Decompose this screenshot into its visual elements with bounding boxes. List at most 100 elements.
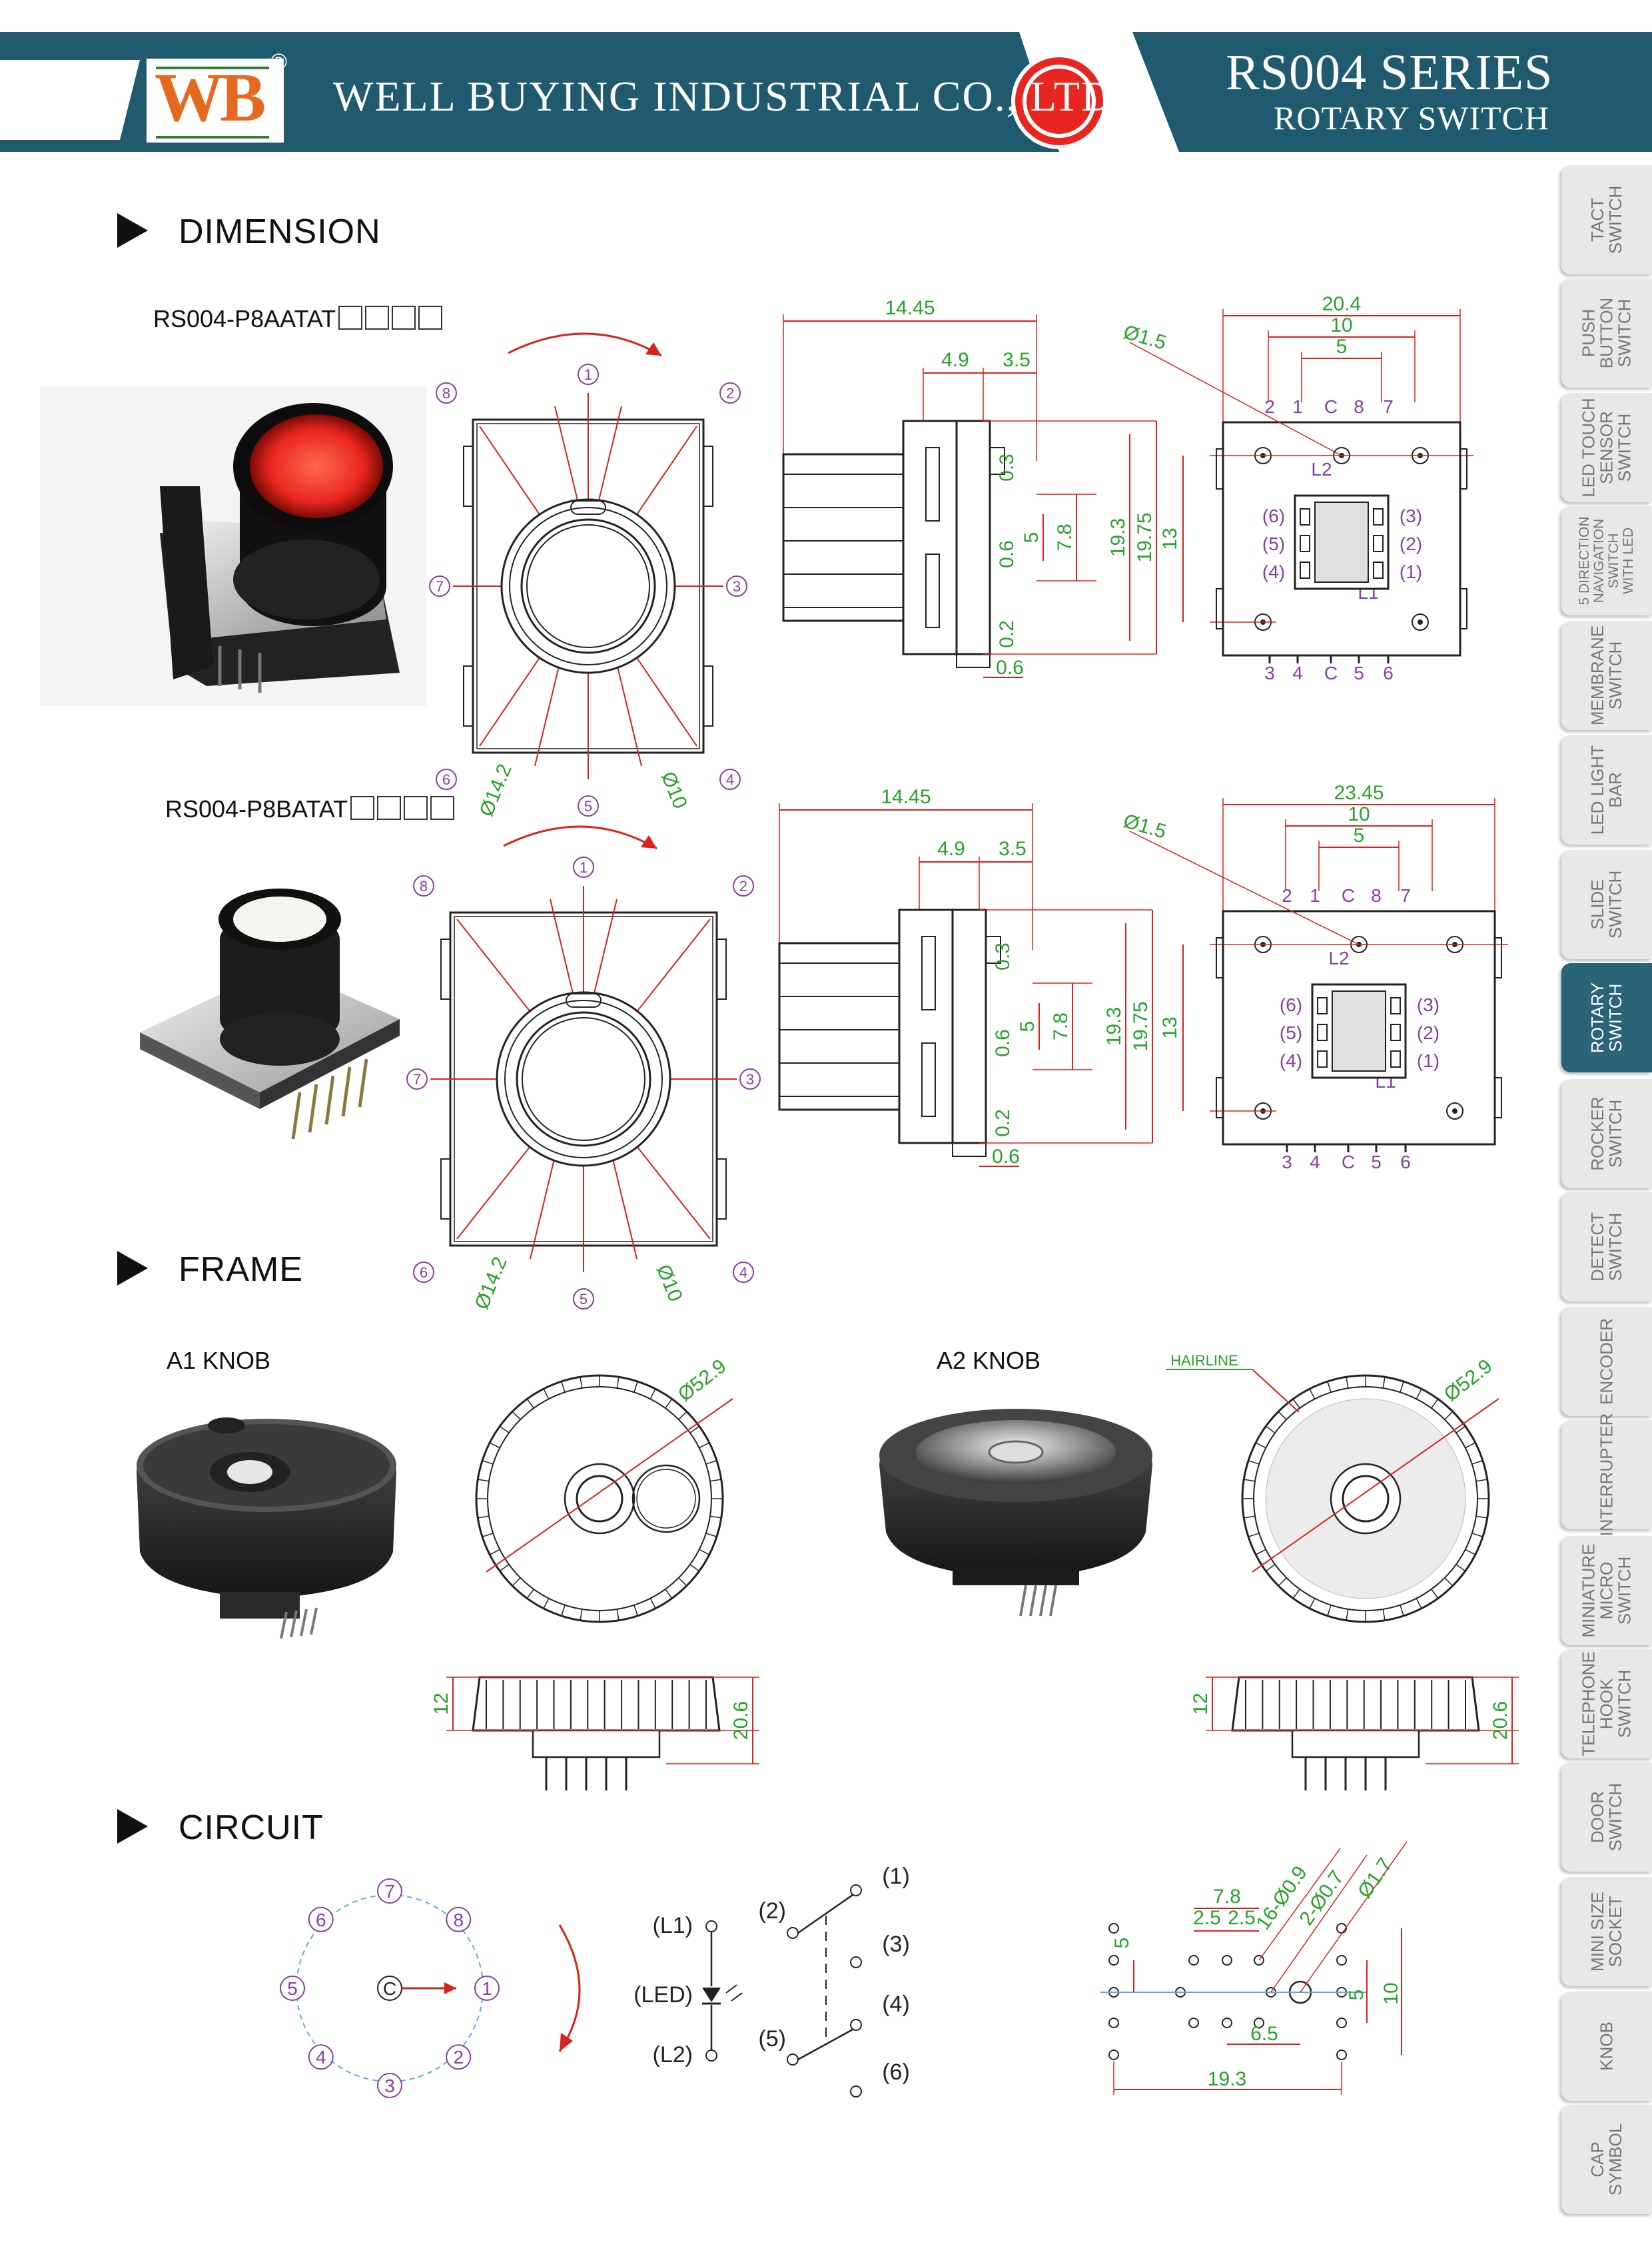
shaft-ring: [564, 1463, 635, 1535]
knurl: [500, 1426, 510, 1433]
knurl: [1293, 1399, 1300, 1409]
dim-hole: Ø1.7: [1354, 1854, 1396, 1902]
pin-label: 3: [1282, 1152, 1292, 1172]
dim-label: 10: [1380, 1982, 1402, 2004]
tab-rotary-switch[interactable]: ROTARY SWITCH: [1561, 963, 1652, 1072]
housing-base: [955, 420, 991, 655]
tab-membrane-switch[interactable]: MEMBRANE SWITCH: [1561, 621, 1652, 730]
position-number: 1: [580, 859, 588, 876]
led-diode-icon: [702, 1988, 721, 2002]
tab-tact-switch[interactable]: TACT SWITCH: [1561, 165, 1652, 274]
contact: [1317, 997, 1328, 1014]
knob-inner-ring: [522, 1017, 645, 1141]
dim-label: 0.3: [996, 454, 1018, 482]
knob-ring: [504, 1000, 663, 1158]
tab-telephone-hook-switch[interactable]: TELEPHONE HOOK SWITCH: [1561, 1649, 1652, 1758]
knurl: [1416, 1598, 1422, 1609]
label-led: (LED): [633, 1982, 693, 2008]
knurl: [689, 1426, 699, 1433]
knurl: [633, 1605, 638, 1616]
dim-label: 5: [1021, 532, 1042, 544]
position-circle: [436, 769, 457, 790]
pin-label: 1: [1292, 396, 1303, 417]
dim-label: 0.3: [992, 942, 1014, 970]
tab-led-touch-sensor-switch[interactable]: LED TOUCH SENSOR SWITCH: [1561, 393, 1652, 502]
pin-label: 6: [1383, 663, 1394, 683]
contact: [1373, 562, 1384, 579]
mount-hole-center: [1452, 1108, 1457, 1114]
position-number: 6: [442, 771, 450, 788]
tab-interrupter[interactable]: INTERRUPTER: [1561, 1413, 1652, 1536]
terminal: [787, 1927, 799, 1939]
tab-label: SLIDE SWITCH: [1587, 870, 1625, 939]
base-foot: [956, 653, 991, 668]
label-p5: (5): [758, 2026, 786, 2052]
position-circle: [578, 795, 599, 817]
dim-label: 5: [1017, 1021, 1038, 1032]
side-tab: [1216, 588, 1224, 629]
tab-miniature-micro-switch[interactable]: MINIATURE MICRO SWITCH: [1561, 1536, 1652, 1645]
knurl: [1244, 1515, 1256, 1519]
dim-width: 14.45: [885, 297, 935, 319]
leader: [1129, 831, 1360, 945]
knurl: [1327, 1605, 1332, 1616]
position-circle: [436, 382, 457, 404]
tab-mini-size-socket[interactable]: MINI SIZE SOCKET: [1561, 1877, 1652, 1986]
tab-rocker-switch[interactable]: ROCKER SWITCH: [1561, 1079, 1652, 1188]
tab-led-light-bar[interactable]: LED LIGHT BAR: [1561, 735, 1652, 845]
indicator-ring: [631, 1464, 701, 1533]
tab-slide-switch[interactable]: SLIDE SWITCH: [1561, 850, 1652, 959]
model-a-label: RS004-P8AATAT: [153, 305, 445, 336]
pin-label: 7: [1400, 885, 1411, 906]
pcb-hole: [1108, 1923, 1119, 1934]
knurl: [689, 1564, 699, 1571]
dim-label: 5: [1111, 1938, 1133, 1949]
side-tab: [703, 665, 713, 727]
position-number: 3: [384, 2075, 395, 2096]
tab-push-button-switch[interactable]: PUSH BUTTON SWITCH: [1561, 278, 1652, 388]
position-number: 2: [726, 385, 734, 402]
knurl: [1327, 1381, 1332, 1393]
tab-detect-switch[interactable]: DETECT SWITCH: [1561, 1192, 1652, 1302]
mount-hole: [1412, 613, 1429, 631]
indicator-ring-inner: [636, 1469, 696, 1529]
tab-5-direction-navigation-switch-with-led[interactable]: 5 DIRECTION NAVIGATION SWITCH WITH LED: [1561, 506, 1652, 615]
tab-label: LED LIGHT BAR: [1587, 745, 1625, 835]
dim-line: [486, 1398, 733, 1573]
pcb-hole: [1188, 2018, 1199, 2028]
tab-door-switch[interactable]: DOOR SWITCH: [1561, 1762, 1652, 1872]
label-l2: (L2): [653, 2042, 693, 2068]
pcb-hole: [1108, 2050, 1119, 2060]
side-tab: [440, 1158, 451, 1220]
pin-label: 8: [1354, 396, 1364, 417]
tab-encoder[interactable]: ENCODER: [1561, 1307, 1652, 1416]
knurl: [705, 1460, 717, 1465]
base-foot: [952, 1142, 987, 1157]
tab-cap-symbol[interactable]: CAP SYMBOL: [1561, 2105, 1652, 2214]
knurl: [1309, 1389, 1316, 1399]
pcb-hole: [1254, 1955, 1264, 1966]
pin-label: 8: [1371, 885, 1382, 906]
model-b-label: RS004-P8BATAT: [165, 795, 457, 826]
position-number: 7: [436, 578, 444, 595]
dim-label: 13: [1159, 1016, 1181, 1038]
pin-label: 2: [1282, 885, 1292, 906]
terminal: [850, 2085, 862, 2097]
tab-knob[interactable]: KNOB: [1561, 1992, 1652, 2101]
position-number: 8: [453, 1910, 464, 1930]
side-tab: [1216, 937, 1224, 978]
knurl: [478, 1515, 490, 1519]
position-circle: [573, 1288, 594, 1310]
position-number: 5: [287, 1978, 298, 1999]
side-tab: [1494, 937, 1502, 978]
wiper-arrowhead: [444, 1982, 456, 1994]
knurl: [482, 1533, 494, 1537]
dim-label: 13: [1159, 528, 1181, 550]
knob-a1-label: A1 KNOB: [167, 1347, 271, 1374]
tab-label: INTERRUPTER: [1596, 1413, 1617, 1537]
side-tab: [1216, 1077, 1224, 1118]
knurl: [616, 1609, 620, 1620]
knurl: [1431, 1399, 1438, 1409]
pin-label: 5: [1354, 663, 1364, 683]
